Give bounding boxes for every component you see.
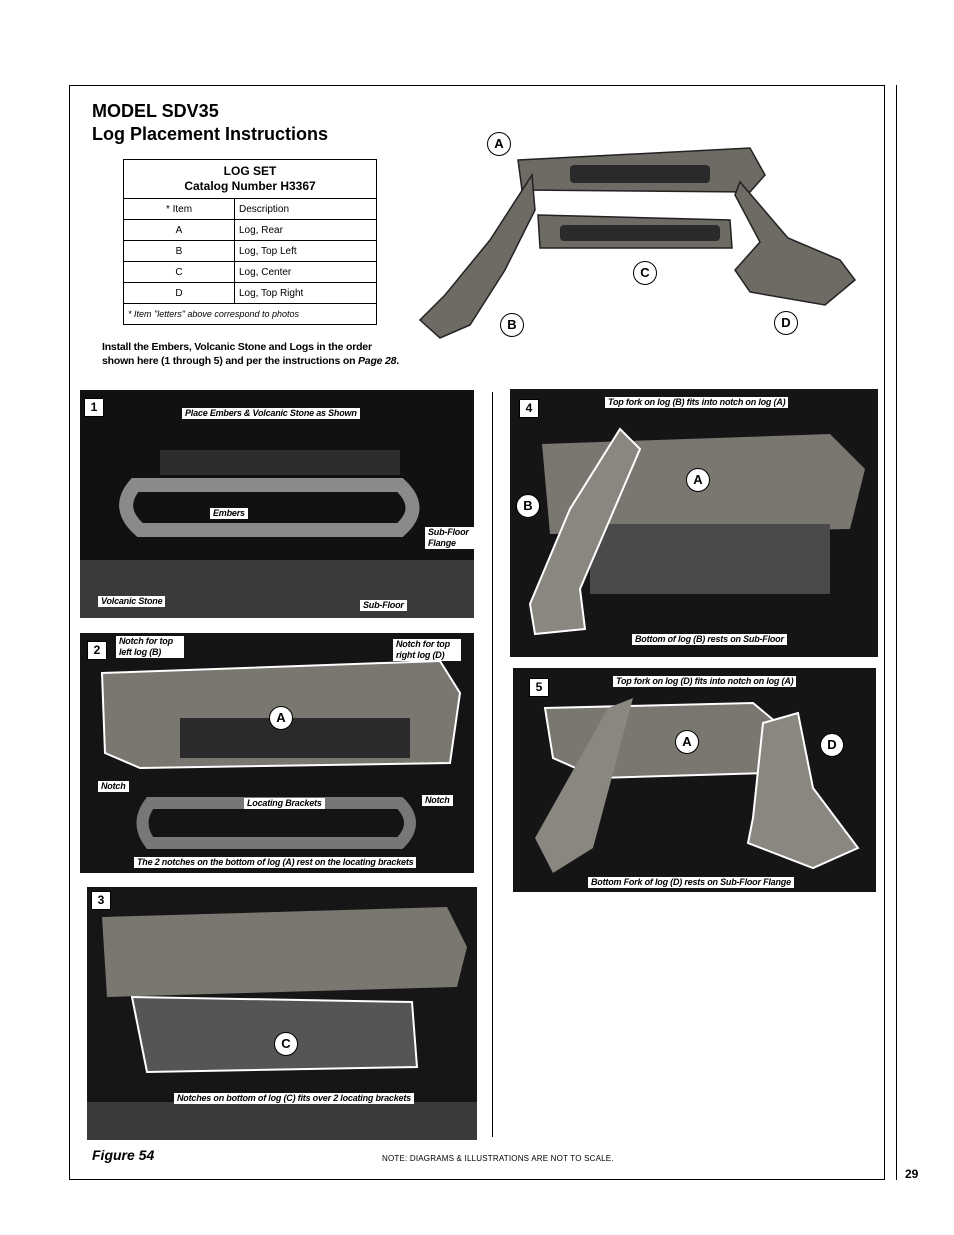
step-number-4: 4 <box>519 399 539 418</box>
log-set-heading: LOG SET Catalog Number H3367 <box>123 159 377 199</box>
step-4-top-caption: Top fork on log (B) fits into notch on l… <box>605 397 789 408</box>
column-divider <box>492 392 493 1137</box>
page-reference: Page 28 <box>358 355 397 367</box>
col-desc-header: Description <box>234 198 377 220</box>
page-number: 29 <box>905 1167 919 1181</box>
table-footnote: * Item "letters" above correspond to pho… <box>123 303 377 325</box>
notch-top-right-label: Notch for top right log (D) <box>393 639 461 661</box>
step-4-log-a: A <box>686 468 710 492</box>
step-number-2: 2 <box>87 641 107 660</box>
section-title: Log Placement Instructions <box>92 124 329 144</box>
model-title: MODEL SDV35 <box>92 101 219 121</box>
page-title: MODEL SDV35 Log Placement Instructions <box>92 100 328 146</box>
step-number-5: 5 <box>529 678 549 697</box>
col-item-header: * Item <box>123 198 235 220</box>
step-3-log-c: C <box>274 1032 298 1056</box>
logs-illustration <box>418 147 857 339</box>
notch-top-left-label: Notch for top left log (B) <box>116 636 184 658</box>
step-4-bottom-caption: Bottom of log (B) rests on Sub-Floor <box>632 634 787 645</box>
sub-floor-label: Sub-Floor <box>360 600 407 611</box>
step-4-photo: 4 Top fork on log (B) fits into notch on… <box>510 389 878 657</box>
notch-left-label: Notch <box>98 781 129 792</box>
sidebar-rule <box>896 85 897 1180</box>
step-5-photo: 5 Top fork on log (D) fits into notch on… <box>513 668 876 892</box>
step-2-photo: 2 Notch for top left log (B) Notch for t… <box>80 633 474 873</box>
step-5-log-a: A <box>675 730 699 754</box>
step-5-log-d: D <box>820 733 844 757</box>
page-frame <box>69 85 885 1180</box>
locating-brackets-label: Locating Brackets <box>244 798 325 809</box>
scale-note: NOTE: DIAGRAMS & ILLUSTRATIONS ARE NOT T… <box>382 1154 614 1163</box>
overview-label-b: B <box>500 313 524 337</box>
install-instructions: Install the Embers, Volcanic Stone and L… <box>102 341 400 367</box>
step-2-caption: The 2 notches on the bottom of log (A) r… <box>134 857 417 868</box>
step-number-3: 3 <box>91 891 111 910</box>
step-2-log-a: A <box>269 706 293 730</box>
embers-label: Embers <box>210 508 248 519</box>
log-overview-photo: A B C D <box>410 120 860 345</box>
overview-label-a: A <box>487 132 511 156</box>
figure-label: Figure 54 <box>92 1147 155 1163</box>
log-set-table: LOG SET Catalog Number H3367 * Item Desc… <box>123 159 377 325</box>
step-5-bottom-caption: Bottom Fork of log (D) rests on Sub-Floo… <box>588 877 794 888</box>
step-3-photo: 3 C Notches on bottom of log (C) fits ov… <box>87 887 477 1140</box>
volcanic-stone-label: Volcanic Stone <box>98 596 166 607</box>
step-1-photo: 1 Place Embers & Volcanic Stone as Shown… <box>80 390 474 618</box>
step-1-caption: Place Embers & Volcanic Stone as Shown <box>182 408 360 419</box>
step-number-1: 1 <box>84 398 104 417</box>
step-3-caption: Notches on bottom of log (C) fits over 2… <box>174 1093 414 1104</box>
overview-label-c: C <box>633 261 657 285</box>
step-4-log-b: B <box>516 494 540 518</box>
overview-label-d: D <box>774 311 798 335</box>
step-5-top-caption: Top fork on log (D) fits into notch on l… <box>613 676 797 687</box>
notch-right-label: Notch <box>422 795 453 806</box>
sub-floor-flange-label: Sub-Floor Flange <box>425 527 474 549</box>
